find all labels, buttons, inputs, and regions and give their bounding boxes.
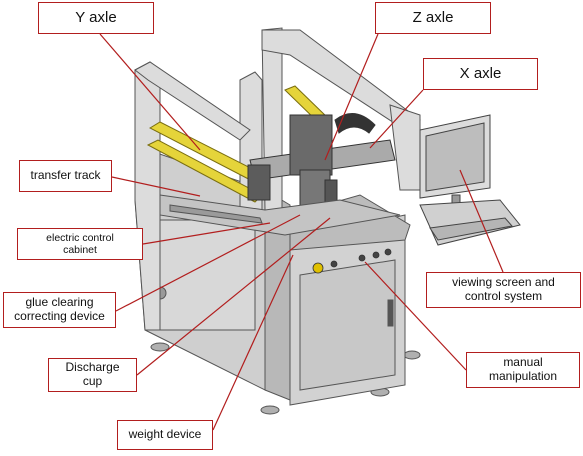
glue-clearing-label: glue clearing correcting device xyxy=(3,292,116,328)
viewing-screen-label: viewing screen and control system xyxy=(426,272,581,308)
weight-device-label: weight device xyxy=(117,420,213,450)
transfer-track-label: transfer track xyxy=(19,160,112,192)
monitor-assembly xyxy=(419,114,521,246)
discharge-cup-label: Discharge cup xyxy=(48,358,137,392)
manual-manipulation-label: manual manipulation xyxy=(466,352,580,388)
x-axle-label: X axle xyxy=(423,58,538,90)
z-axle-label: Z axle xyxy=(375,2,491,34)
electric-control-cabinet-label: electric control cabinet xyxy=(17,228,143,260)
y-axle-label: Y axle xyxy=(38,2,154,34)
